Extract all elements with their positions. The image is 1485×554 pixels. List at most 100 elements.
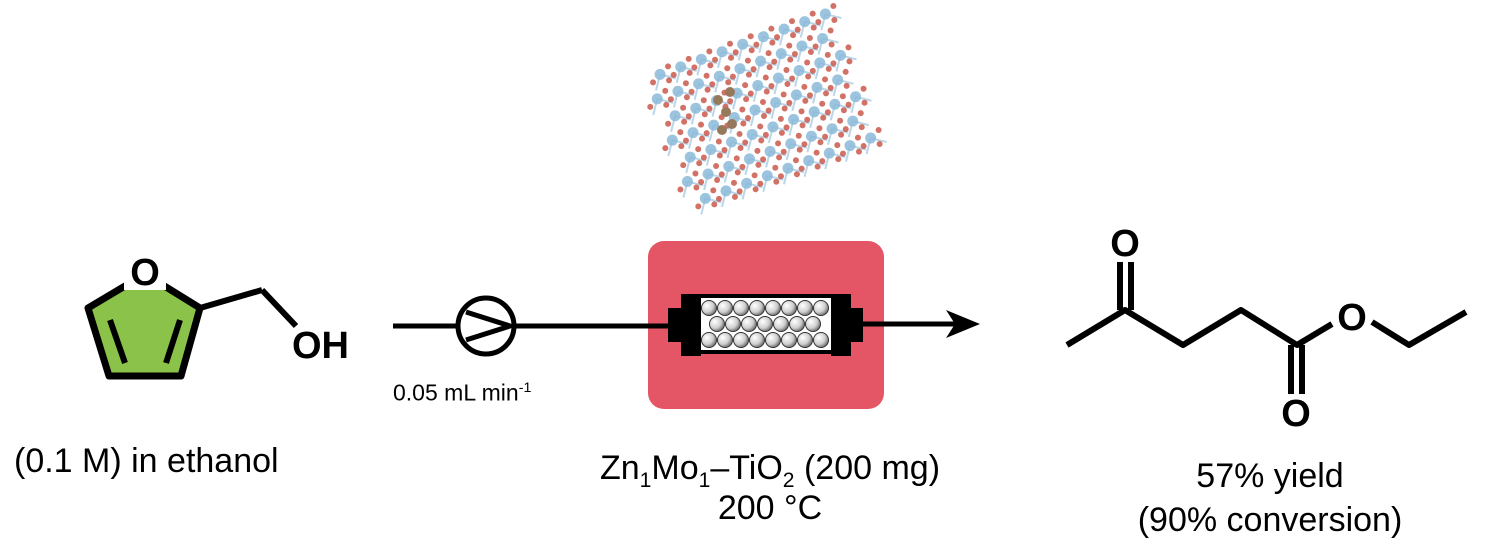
o-atom <box>728 54 735 61</box>
adsorbate-atom <box>725 87 735 97</box>
o-atom <box>801 83 808 90</box>
o-atom <box>846 58 853 65</box>
catalyst-bead <box>733 300 749 316</box>
o-atom <box>796 146 803 153</box>
o-atom <box>757 180 764 187</box>
double-bond-right <box>163 319 183 364</box>
o-atom <box>799 122 806 129</box>
o-atom <box>685 113 692 120</box>
o-atom <box>805 73 812 80</box>
o-atom <box>721 146 728 153</box>
o-atom <box>727 98 734 105</box>
o-atom <box>857 110 864 117</box>
ti-atom <box>796 40 808 52</box>
o-atom <box>804 59 811 66</box>
o-atom <box>835 156 842 163</box>
o-atom <box>837 117 844 124</box>
o-atom <box>858 124 865 131</box>
ti-atom <box>805 130 817 142</box>
o-atom <box>789 75 796 82</box>
o-atom <box>739 106 746 113</box>
ti-atom <box>755 55 767 67</box>
o-atom <box>715 195 722 202</box>
o-atom <box>706 105 713 112</box>
o-atom <box>762 131 769 138</box>
catalyst-bead <box>709 316 725 332</box>
o-atom <box>793 171 800 178</box>
o-atom <box>707 62 714 69</box>
ti-atom <box>826 123 838 135</box>
ti-atom <box>699 192 711 204</box>
o-atom <box>780 91 787 98</box>
o-atom <box>757 123 764 130</box>
o-atom <box>815 19 822 26</box>
o-atom <box>731 193 738 200</box>
ti-atom <box>808 106 820 118</box>
ti-atom <box>654 68 666 80</box>
o-atom <box>733 155 740 162</box>
o-atom <box>704 86 711 93</box>
o-atom <box>821 76 828 83</box>
catalyst-bead <box>813 300 829 316</box>
o-atom <box>758 137 765 144</box>
o-atom <box>831 17 838 24</box>
o-atom <box>790 32 797 39</box>
o-atom <box>698 178 705 185</box>
o-atom <box>677 129 684 136</box>
o-atom <box>665 63 672 70</box>
ti-atom <box>764 145 776 157</box>
o-atom <box>734 169 741 176</box>
o-atom <box>854 134 861 141</box>
catalyst-bead <box>781 300 797 316</box>
ti-atom <box>823 147 835 159</box>
o-atom <box>716 152 723 159</box>
o-atom <box>662 145 669 152</box>
o-atom <box>662 87 669 94</box>
o-atom <box>839 150 846 157</box>
o-atom <box>774 34 781 41</box>
ti-atom <box>705 144 717 156</box>
arrow-head-icon <box>946 310 980 338</box>
o-atom <box>680 162 687 169</box>
o-atom <box>845 44 852 51</box>
ti-atom <box>793 64 805 76</box>
ti-atom <box>772 72 784 84</box>
o-atom <box>784 81 791 88</box>
catalyst-bead <box>717 300 733 316</box>
catalyst-mo-sub: 1 <box>698 468 711 492</box>
o-atom <box>777 173 784 180</box>
packed-bed-column <box>668 294 863 356</box>
o-atom <box>762 74 769 81</box>
o-atom <box>783 124 790 131</box>
catalyst-mass: (200 mg) <box>794 449 941 487</box>
o-atom <box>763 88 770 95</box>
o-atom <box>804 116 811 123</box>
o-atom <box>795 132 802 139</box>
o-atom <box>732 49 739 56</box>
ch2-bond-1 <box>199 287 263 311</box>
o-atom <box>743 96 750 103</box>
o-atom <box>700 154 707 161</box>
o-atom <box>860 143 867 150</box>
ti-atom <box>799 16 811 28</box>
product-chain <box>1065 307 1334 348</box>
o-atom <box>810 24 817 31</box>
ti-atom <box>757 31 769 43</box>
o-atom <box>715 138 722 145</box>
catalyst-zn: Zn <box>599 449 640 487</box>
catalyst-bead <box>765 332 781 348</box>
catalyst-bead <box>805 316 821 332</box>
o-atom <box>781 105 788 112</box>
o-atom <box>736 188 743 195</box>
o-atom <box>819 158 826 165</box>
o-atom <box>699 135 706 142</box>
catalyst-bead <box>725 316 741 332</box>
yield-label: 57% yield <box>1196 457 1344 495</box>
o-atom <box>692 170 699 177</box>
o-atom <box>752 186 759 193</box>
catalyst-bead <box>813 332 829 348</box>
o-atom <box>698 121 705 128</box>
o-atom <box>786 99 793 106</box>
o-atom <box>685 55 692 62</box>
ti-atom <box>817 32 829 44</box>
